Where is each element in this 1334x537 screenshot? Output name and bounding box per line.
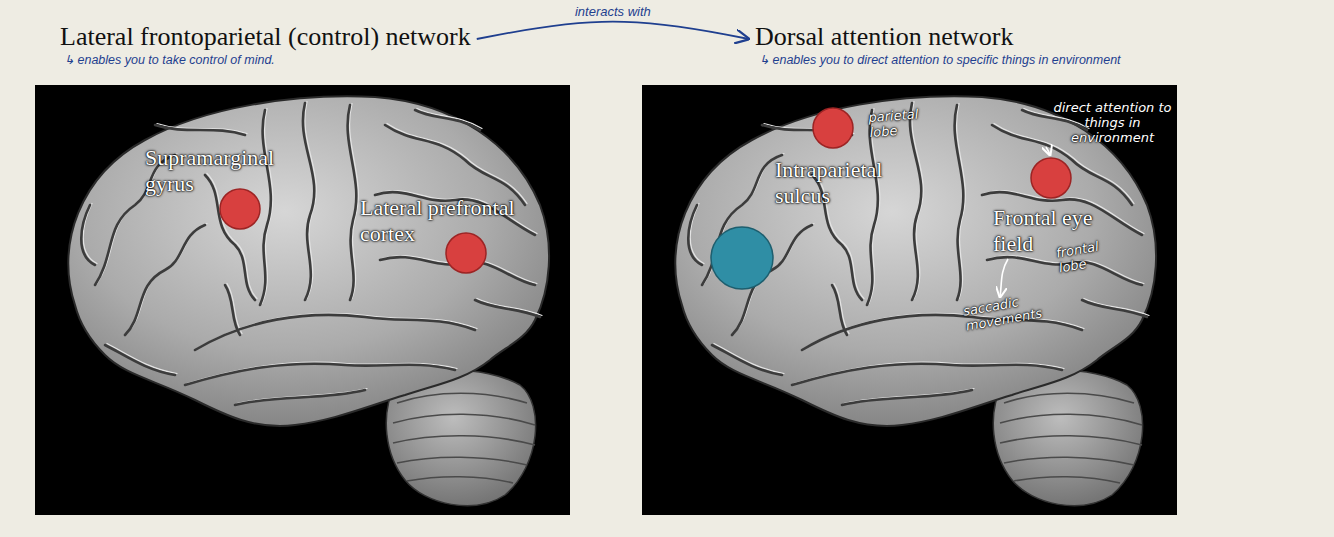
brain-photo [35, 85, 570, 515]
network-heading: Dorsal attention network↳ enables you to… [749, 22, 1127, 68]
brain-photo [642, 85, 1177, 515]
region-marker [813, 108, 853, 148]
leader-arrow [1046, 147, 1050, 155]
leader-arrow [1000, 259, 1008, 297]
region-marker [220, 189, 260, 229]
region-marker [446, 233, 486, 273]
handwritten-note: ↳ enables you to take control of mind. [64, 52, 471, 68]
handwritten-annotation: saccadic movements [962, 287, 1066, 334]
network-title: Dorsal attention network [755, 22, 1121, 52]
network-title: Lateral frontoparietal (control) network [60, 22, 471, 52]
network-heading: Lateral frontoparietal (control) network… [54, 22, 477, 68]
handwritten-annotation: parietal lobe [868, 104, 950, 140]
region-marker [711, 227, 773, 289]
region-label: Intraparietal sulcus [775, 157, 925, 209]
handwritten-annotation: direct attention to things in environmen… [1050, 100, 1175, 145]
interaction-arrow [477, 22, 749, 39]
handwritten-annotation: frontal lobe [1055, 235, 1121, 275]
handwritten-note: ↳ enables you to direct attention to spe… [759, 52, 1121, 68]
region-label: Lateral prefrontal cortex [360, 195, 560, 247]
region-label: Supramarginal gyrus [145, 145, 305, 197]
arrow-label: interacts with [572, 4, 654, 19]
region-marker [1031, 158, 1071, 198]
